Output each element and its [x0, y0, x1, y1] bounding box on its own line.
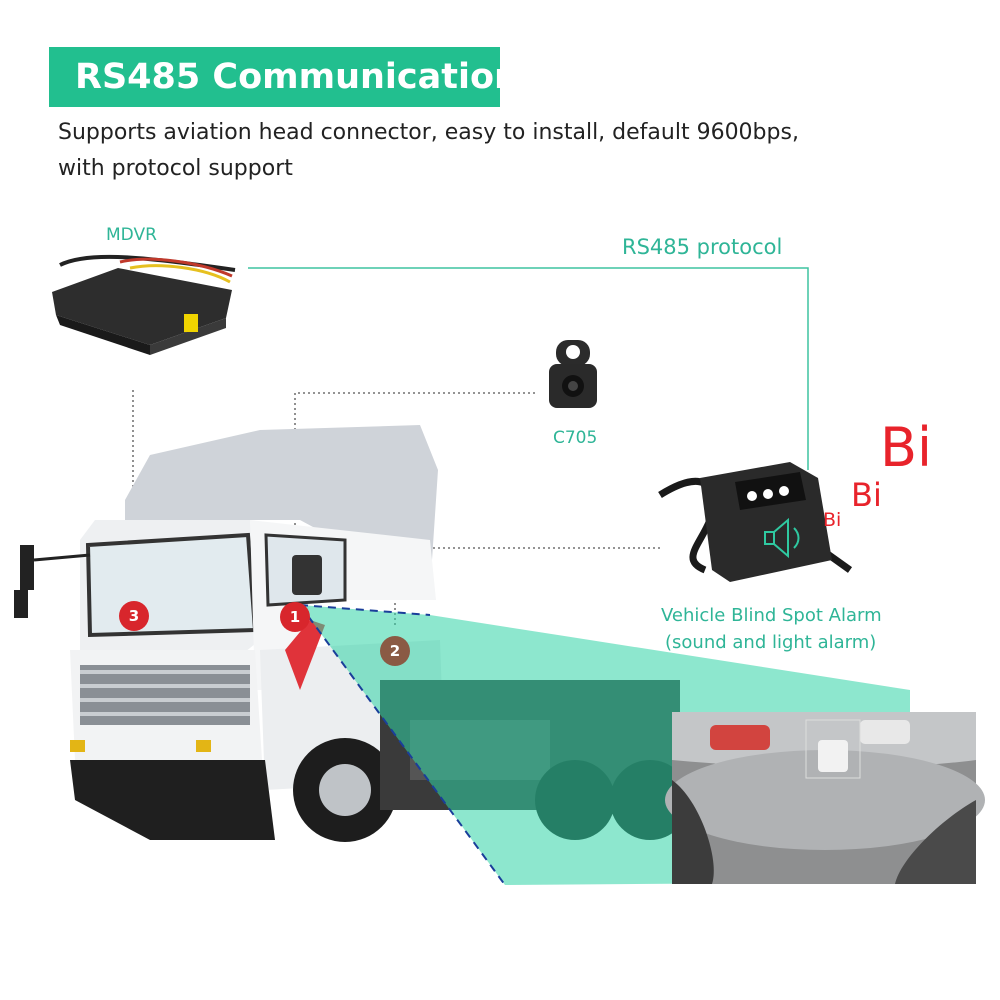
camera-view-image: [665, 712, 985, 884]
rs485-connection-line: [248, 267, 809, 470]
mdvr-label: MDVR: [106, 225, 157, 245]
subtitle-line-1: Supports aviation head connector, easy t…: [58, 120, 799, 145]
subtitle-line-2: with protocol support: [58, 156, 293, 181]
camera-label: C705: [553, 428, 598, 448]
sound-text-medium: Bi: [851, 476, 882, 514]
page-title: RS485 Communication: [75, 57, 519, 97]
detection-zone-top-edge: [299, 604, 431, 616]
blind-spot-alarm-device-icon: [658, 462, 853, 582]
marker-2: 2: [380, 636, 410, 666]
marker-1: 1: [280, 602, 310, 632]
marker-3: 3: [119, 601, 149, 631]
title-banner: [49, 47, 500, 107]
camera-icon: [549, 340, 597, 408]
sound-text-small: Bi: [823, 509, 842, 531]
alarm-label-line-1: Vehicle Blind Spot Alarm: [661, 605, 882, 626]
leader-line-1: [294, 392, 538, 600]
detection-zone-edge: [299, 604, 506, 886]
rs485-protocol-label: RS485 protocol: [622, 235, 783, 259]
speaker-icon: [764, 517, 800, 559]
leader-line-2: [394, 547, 662, 625]
mdvr-device-icon: [52, 254, 236, 355]
alarm-label-line-2: (sound and light alarm): [665, 632, 877, 653]
sound-text-large: Bi: [880, 416, 933, 479]
